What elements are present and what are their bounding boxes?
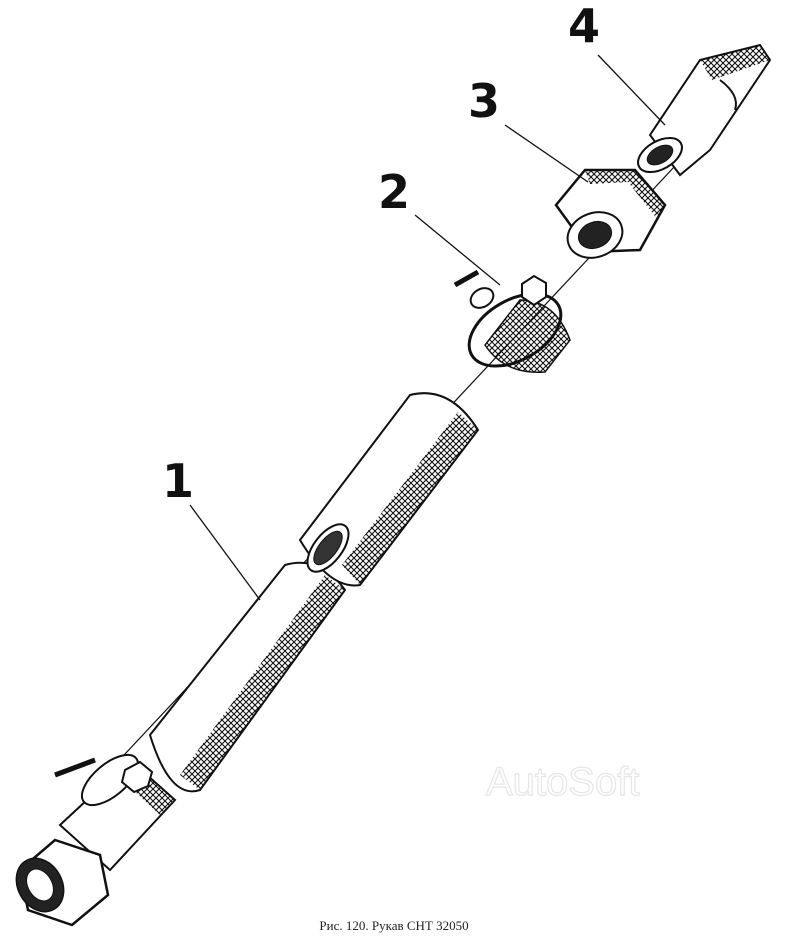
callout-label-4: 4 xyxy=(568,0,600,53)
hose-part-1 xyxy=(148,392,480,793)
callout-label-2: 2 xyxy=(378,165,410,219)
lower-assembly xyxy=(15,753,177,927)
callout-label-3: 3 xyxy=(468,74,500,128)
figure-caption: Рис. 120. Рукав СНТ 32050 xyxy=(319,918,469,933)
lower-clamp-bolt-head xyxy=(120,760,154,794)
watermark-text: AutoSoft xyxy=(486,760,639,804)
callout-label-1: 1 xyxy=(162,454,194,508)
clamp-part-2 xyxy=(453,269,571,374)
clamp-bolt-head xyxy=(521,274,547,307)
leader-line-2 xyxy=(414,214,501,286)
leader-line-3 xyxy=(504,124,589,183)
nipple-part-4 xyxy=(637,43,772,177)
hex-nut-part-3 xyxy=(554,168,667,259)
leader-line-4 xyxy=(597,54,666,126)
leader-line-1 xyxy=(189,504,261,601)
